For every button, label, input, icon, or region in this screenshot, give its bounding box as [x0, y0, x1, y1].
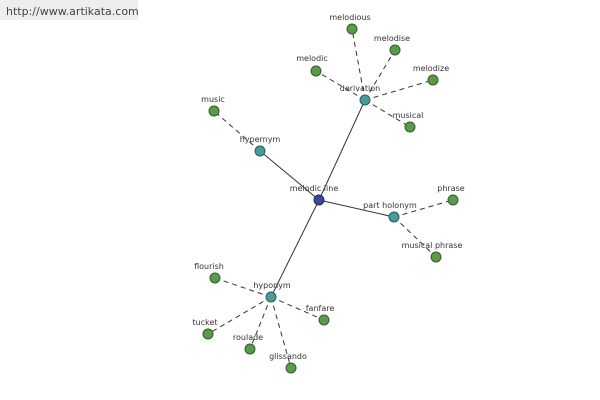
- node-melodious[interactable]: [346, 23, 358, 35]
- labels: derivation melodious melodise melodic melodi…: [192, 13, 464, 361]
- edge-part-holonym-musical-phrase: [393, 216, 437, 258]
- label-melodious: melodious: [329, 13, 370, 22]
- node-melodic[interactable]: [310, 65, 322, 77]
- label-fanfare: fanfare: [306, 304, 335, 313]
- label-musical-phrase: musical phrase: [402, 241, 463, 250]
- node-hypernym[interactable]: [254, 145, 266, 157]
- node-flourish[interactable]: [209, 272, 221, 284]
- edge-derivation-melodious: [351, 28, 366, 101]
- label-melodize: melodize: [413, 64, 449, 73]
- label-melodise: melodise: [374, 34, 410, 43]
- node-hyponym[interactable]: [265, 291, 277, 303]
- edge-hyponym-roulade: [249, 296, 272, 350]
- node-musical-phrase[interactable]: [430, 251, 442, 263]
- label-hypernym: hypernym: [240, 135, 281, 144]
- node-music[interactable]: [208, 105, 220, 117]
- label-melodic-line: melodic line: [290, 184, 339, 193]
- node-melodize[interactable]: [427, 74, 439, 86]
- node-fanfare[interactable]: [318, 314, 330, 326]
- node-musical[interactable]: [404, 121, 416, 133]
- label-tucket: tucket: [192, 318, 217, 327]
- label-glissando: glissando: [269, 352, 307, 361]
- edges: [207, 28, 454, 369]
- label-musical: musical: [393, 111, 424, 120]
- label-roulade: roulade: [233, 333, 263, 342]
- label-flourish: flourish: [194, 262, 224, 271]
- label-phrase: phrase: [437, 184, 465, 193]
- edge-part-holonym-phrase: [393, 199, 454, 218]
- edge-root-hypernym: [259, 150, 320, 201]
- node-melodise[interactable]: [389, 44, 401, 56]
- edge-derivation-melodize: [364, 79, 434, 101]
- url-text[interactable]: http://www.artikata.com: [6, 5, 139, 18]
- edge-hyponym-glissando: [270, 296, 292, 369]
- edge-root-part-holonym: [318, 199, 395, 218]
- node-phrase[interactable]: [447, 194, 459, 206]
- edge-hypernym-music: [213, 110, 261, 152]
- label-derivation: derivation: [340, 84, 380, 93]
- node-derivation[interactable]: [359, 94, 371, 106]
- label-music: music: [201, 95, 225, 104]
- label-part-holonym: part holonym: [363, 201, 417, 210]
- label-melodic: melodic: [296, 54, 328, 63]
- nodes: [202, 23, 459, 374]
- edge-hyponym-flourish: [214, 277, 272, 298]
- url-banner: http://www.artikata.com: [0, 0, 139, 20]
- edge-hyponym-tucket: [207, 296, 272, 335]
- node-part-holonym[interactable]: [388, 211, 400, 223]
- edge-derivation-melodic: [315, 70, 366, 101]
- node-glissando[interactable]: [285, 362, 297, 374]
- edge-root-derivation: [318, 99, 366, 201]
- label-hyponym: hyponym: [253, 281, 291, 290]
- node-tucket[interactable]: [202, 328, 214, 340]
- edge-derivation-melodise: [364, 49, 396, 101]
- edge-root-hyponym: [270, 199, 320, 298]
- node-roulade[interactable]: [244, 343, 256, 355]
- edge-hyponym-fanfare: [270, 296, 325, 321]
- node-melodic-line[interactable]: [313, 194, 325, 206]
